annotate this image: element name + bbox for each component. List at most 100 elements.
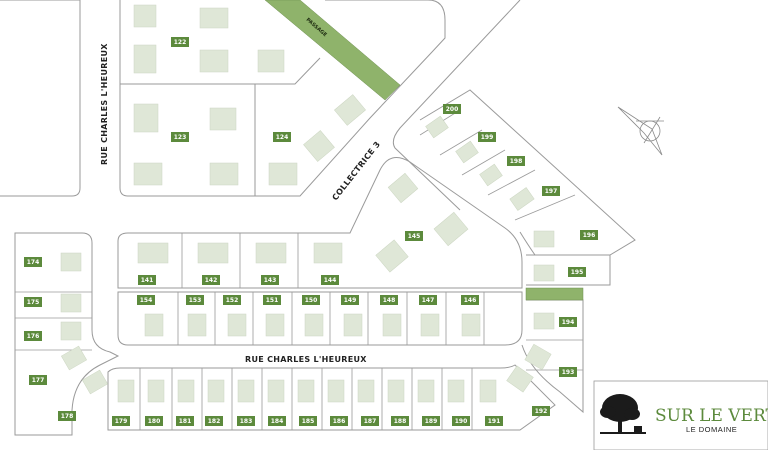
- lot-badge-bg: [330, 416, 348, 426]
- lot-badge-195[interactable]: 195: [568, 267, 586, 277]
- lot-badge-151[interactable]: 151: [263, 295, 281, 305]
- lot-badge-175[interactable]: 175: [24, 297, 42, 307]
- lot-badge-198[interactable]: 198: [507, 156, 525, 166]
- lot-badge-187[interactable]: 187: [361, 416, 379, 426]
- north-arrow-icon: [617, 106, 664, 156]
- lot-badge-bg: [138, 275, 156, 285]
- lot-number: 195: [571, 269, 584, 276]
- lot-number: 123: [174, 134, 187, 141]
- lot-badge-183[interactable]: 183: [237, 416, 255, 426]
- street-label-charles-horizontal: RUE CHARLES L'HEUREUX: [245, 355, 367, 364]
- lot-badge-193[interactable]: 193: [559, 367, 577, 377]
- lot-number: 150: [305, 297, 318, 304]
- lot-badge-141[interactable]: 141: [138, 275, 156, 285]
- lot-badge-200[interactable]: 200: [443, 104, 461, 114]
- lot-badge-bg: [112, 416, 130, 426]
- lot-badge-177[interactable]: 177: [29, 375, 47, 385]
- lot-badge-190[interactable]: 190: [452, 416, 470, 426]
- lot-badge-bg: [478, 132, 496, 142]
- lot-badge-144[interactable]: 144: [321, 275, 339, 285]
- lot-badge-bg: [559, 367, 577, 377]
- lot-badge-191[interactable]: 191: [485, 416, 503, 426]
- lot-badge-147[interactable]: 147: [419, 295, 437, 305]
- lot-badge-bg: [58, 411, 76, 421]
- block-north: [119, 0, 446, 197]
- lot-badge-bg: [422, 416, 440, 426]
- lot-number: 183: [240, 418, 253, 425]
- lot-badge-188[interactable]: 188: [391, 416, 409, 426]
- lot-badge-146[interactable]: 146: [461, 295, 479, 305]
- block-southeast: [521, 299, 584, 414]
- lot-badge-152[interactable]: 152: [223, 295, 241, 305]
- lot-number: 179: [115, 418, 128, 425]
- lot-number: 143: [264, 277, 277, 284]
- lot-badge-185[interactable]: 185: [299, 416, 317, 426]
- lot-badge-149[interactable]: 149: [341, 295, 359, 305]
- lot-badge-150[interactable]: 150: [302, 295, 320, 305]
- lot-badge-142[interactable]: 142: [202, 275, 220, 285]
- lot-badge-bg: [391, 416, 409, 426]
- street-label-collectrice: COLLECTRICE 3: [330, 140, 382, 203]
- lot-badge-bg: [261, 275, 279, 285]
- lot-badge-176[interactable]: 176: [24, 331, 42, 341]
- lot-badge-182[interactable]: 182: [205, 416, 223, 426]
- lot-badge-bg: [268, 416, 286, 426]
- lot-badges: 122 123 124 200 199 198 197 196 195 145 141 142 143 1…: [24, 37, 598, 426]
- lot-badge-bg: [137, 295, 155, 305]
- lot-badge-145[interactable]: 145: [405, 231, 423, 241]
- lot-number: 151: [266, 297, 279, 304]
- lot-badge-178[interactable]: 178: [58, 411, 76, 421]
- lot-badge-123[interactable]: 123: [171, 132, 189, 142]
- lot-badge-bg: [24, 331, 42, 341]
- street-label-charles-vertical: RUE CHARLES L'HEUREUX: [100, 43, 109, 165]
- lot-badge-bg: [171, 37, 189, 47]
- oak-tree-icon: [600, 394, 646, 434]
- lot-badge-199[interactable]: 199: [478, 132, 496, 142]
- lot-badge-186[interactable]: 186: [330, 416, 348, 426]
- lot-badge-153[interactable]: 153: [186, 295, 204, 305]
- lot-badge-194[interactable]: 194: [559, 317, 577, 327]
- lot-number: 144: [324, 277, 337, 284]
- block-south: [107, 364, 556, 431]
- lot-badge-174[interactable]: 174: [24, 257, 42, 267]
- lot-badge-181[interactable]: 181: [176, 416, 194, 426]
- lot-badge-189[interactable]: 189: [422, 416, 440, 426]
- lot-badge-bg: [580, 230, 598, 240]
- lot-badge-122[interactable]: 122: [171, 37, 189, 47]
- lot-badge-154[interactable]: 154: [137, 295, 155, 305]
- lot-number: 200: [446, 106, 459, 113]
- passage-strips: PASSAGE: [264, 0, 584, 301]
- lot-number: 188: [394, 418, 407, 425]
- lot-badge-184[interactable]: 184: [268, 416, 286, 426]
- lot-badge-196[interactable]: 196: [580, 230, 598, 240]
- lot-badge-bg: [145, 416, 163, 426]
- lot-number: 185: [302, 418, 315, 425]
- lot-badge-143[interactable]: 143: [261, 275, 279, 285]
- lot-number: 175: [27, 299, 40, 306]
- lot-badge-124[interactable]: 124: [273, 132, 291, 142]
- lot-badge-180[interactable]: 180: [145, 416, 163, 426]
- lot-badge-bg: [461, 295, 479, 305]
- lot-badge-197[interactable]: 197: [542, 186, 560, 196]
- lot-badge-bg: [532, 406, 550, 416]
- lot-badge-bg: [419, 295, 437, 305]
- lot-number: 147: [422, 297, 435, 304]
- lot-badge-bg: [321, 275, 339, 285]
- lot-badge-192[interactable]: 192: [532, 406, 550, 416]
- lot-number: 142: [205, 277, 218, 284]
- lot-number: 145: [408, 233, 421, 240]
- lot-badge-bg: [443, 104, 461, 114]
- lot-badge-bg: [205, 416, 223, 426]
- lot-badge-bg: [202, 275, 220, 285]
- lot-number: 190: [455, 418, 468, 425]
- lot-number: 146: [464, 297, 477, 304]
- lot-badge-bg: [485, 416, 503, 426]
- lot-badge-148[interactable]: 148: [380, 295, 398, 305]
- block-center: [117, 157, 523, 289]
- brand-subtitle: LE DOMAINE: [686, 425, 737, 434]
- lot-badge-179[interactable]: 179: [112, 416, 130, 426]
- lot-number: 148: [383, 297, 396, 304]
- lot-number: 181: [179, 418, 192, 425]
